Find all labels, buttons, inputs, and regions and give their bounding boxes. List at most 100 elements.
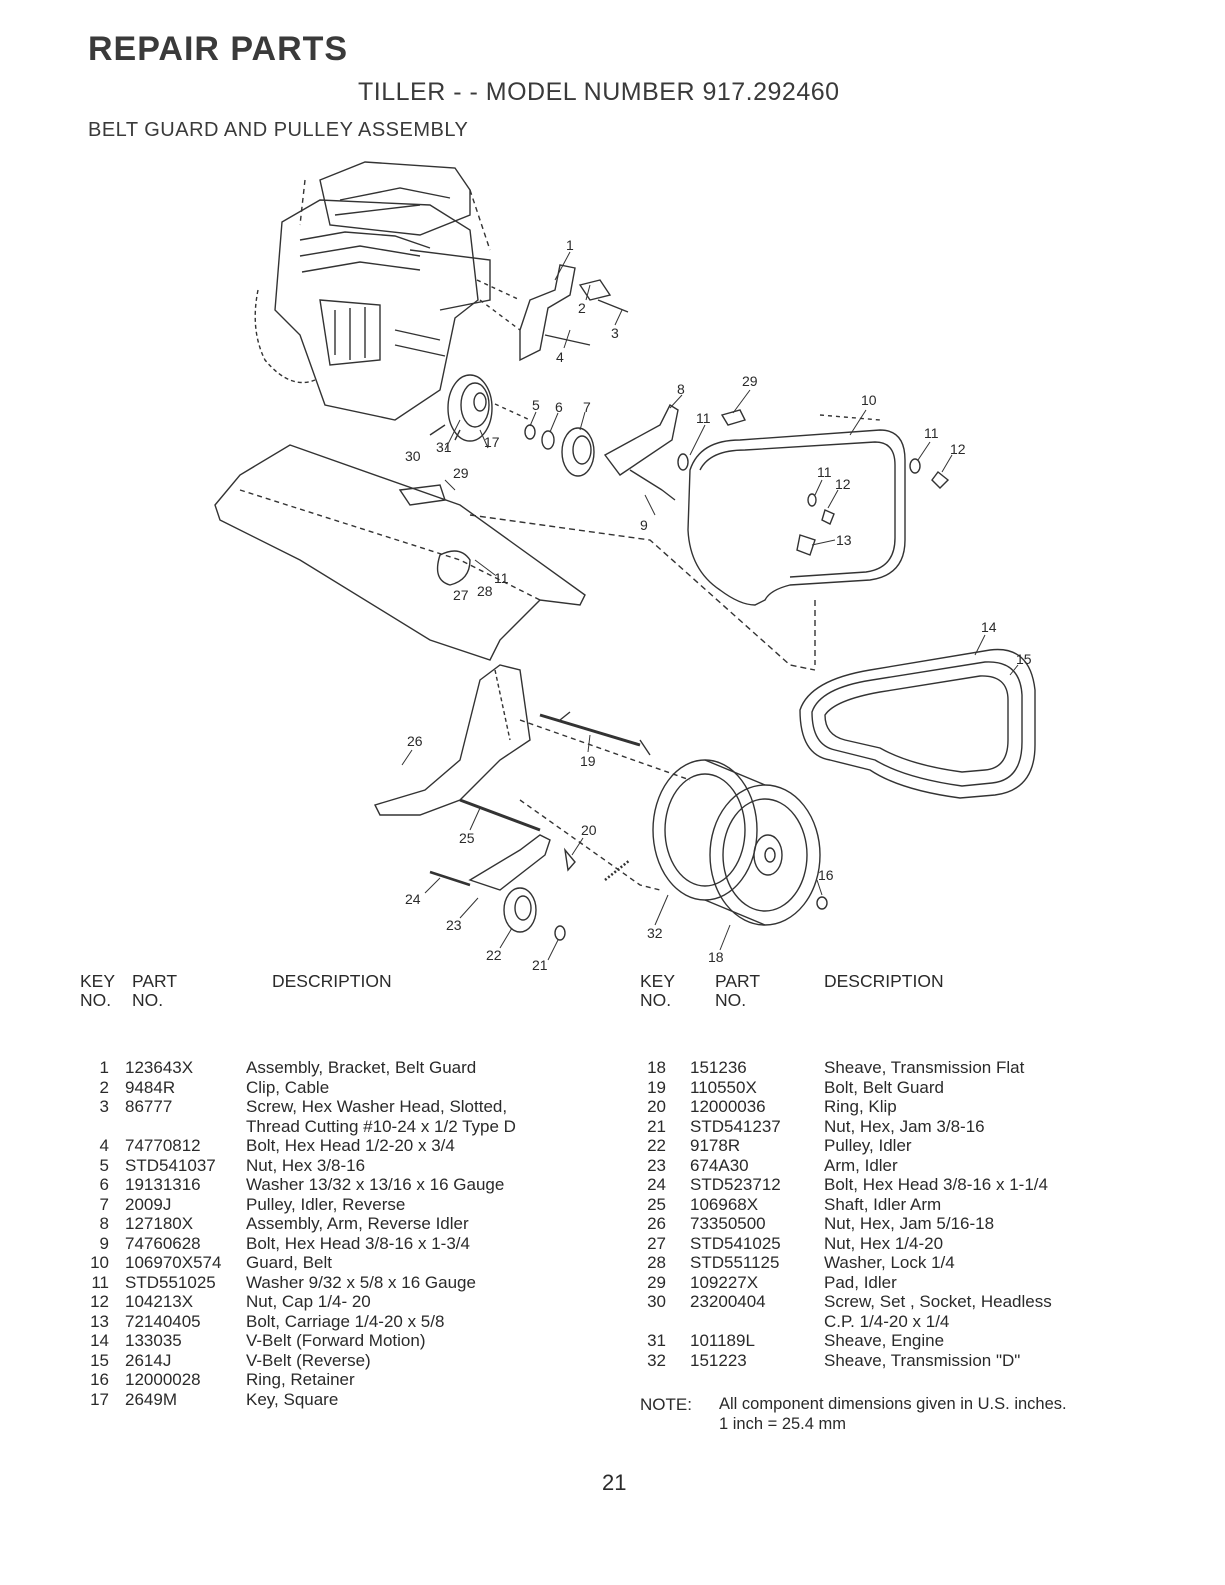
part-description: Bolt, Hex Head 1/2-20 x 3/4	[246, 1136, 455, 1155]
callout-label: 25	[459, 830, 475, 846]
engine-sheave-drawing	[429, 374, 531, 442]
part-description: Nut, Hex, Jam 3/8-16	[824, 1116, 985, 1136]
key-number: 11	[91, 1272, 109, 1292]
key-number: 15	[90, 1350, 109, 1370]
v-belts-drawing	[799, 648, 1036, 799]
part-no-header: PART NO.	[132, 971, 178, 1010]
part-number: 12000036	[690, 1097, 766, 1116]
leader-lines	[401, 251, 1019, 961]
part-number: STD541237	[690, 1116, 781, 1136]
exploded-parts-diagram: 1 2 3 4 5 6 7 8 29 10 11 12 11 12 13 11 …	[214, 161, 1036, 973]
callout-label: 3	[611, 325, 619, 341]
key-number: 20	[647, 1097, 666, 1116]
part-number: 9484R	[125, 1077, 176, 1097]
key-number: 27	[647, 1233, 666, 1253]
callout-label: 1	[566, 237, 574, 253]
parts-list-header: KEY NO. PART NO. DESCRIPTION	[80, 972, 620, 1032]
part-number: 151223	[690, 1350, 747, 1370]
parts-row: 9 74760628 Bolt, Hex Head 3/8-16 x 1-3/4	[80, 1234, 620, 1254]
key-number: 28	[647, 1253, 666, 1272]
part-number: 12000028	[125, 1370, 201, 1389]
part-description: Screw, Set , Socket, Headless C.P. 1/4-2…	[824, 1292, 1052, 1331]
callout-label: 21	[532, 957, 548, 973]
part-description: Sheave, Engine	[824, 1331, 945, 1350]
key-number: 9	[99, 1233, 109, 1253]
part-number: 2614J	[125, 1350, 172, 1370]
part-description: Bolt, Hex Head 3/8-16 x 1-3/4	[246, 1233, 470, 1253]
callout-label: 31	[436, 439, 452, 455]
callout-label: 32	[647, 925, 663, 941]
callout-label: 17	[484, 434, 500, 450]
part-number: 123643X	[125, 1058, 194, 1077]
key-number: 7	[99, 1194, 109, 1214]
part-number: STD523712	[690, 1175, 781, 1194]
part-number: 151236	[690, 1058, 747, 1077]
part-description: Nut, Hex, Jam 5/16-18	[824, 1214, 995, 1233]
callout-label: 7	[583, 399, 591, 415]
callout-label: 18	[708, 949, 724, 965]
key-number: 14	[90, 1331, 109, 1350]
callout-label: 12	[835, 476, 851, 492]
note-line-2: 1 inch = 25.4 mm	[719, 1415, 847, 1433]
idler-arm-drawing	[468, 834, 551, 891]
key-number: 10	[90, 1253, 109, 1272]
part-number: 74760628	[125, 1233, 201, 1253]
key-number: 31	[647, 1331, 666, 1350]
key-number: 3	[99, 1097, 109, 1116]
callout-label: 10	[861, 392, 877, 408]
page-number: 21	[602, 1470, 627, 1495]
part-description: Bolt, Carriage 1/4-20 x 5/8	[246, 1311, 445, 1331]
key-no-header: KEY NO.	[640, 971, 676, 1010]
callout-label: 19	[580, 753, 596, 769]
key-number: 29	[647, 1272, 666, 1292]
part-number: 9178R	[690, 1136, 741, 1155]
section-title: BELT GUARD AND PULLEY ASSEMBLY	[88, 119, 469, 141]
part-number: 72140405	[125, 1311, 201, 1331]
engine-drawing	[254, 161, 491, 421]
callout-label: 29	[742, 373, 758, 389]
callout-label: 14	[981, 619, 997, 635]
part-number: 2009J	[125, 1194, 172, 1214]
key-number: 6	[99, 1175, 109, 1194]
part-description: Key, Square	[246, 1389, 339, 1409]
part-description: Shaft, Idler Arm	[824, 1194, 942, 1214]
tine-shield-drawing	[214, 444, 586, 661]
callout-label: 4	[556, 349, 564, 365]
part-number: 74770812	[125, 1136, 201, 1155]
parts-list-header: KEY NO. PART NO. DESCRIPTION	[640, 972, 1200, 1032]
part-description: Washer, Lock 1/4	[824, 1253, 955, 1272]
page-title: REPAIR PARTS	[88, 30, 349, 68]
part-description: Washer 13/32 x 13/16 x 16 Gauge	[246, 1175, 505, 1194]
part-description: Ring, Klip	[824, 1097, 897, 1116]
description-header: DESCRIPTION	[824, 971, 944, 991]
callout-label: 27	[453, 587, 469, 603]
diagram-callout-labels: 1 2 3 4 5 6 7 8 29 10 11 12 11 12 13 11 …	[405, 237, 1032, 973]
key-number: 16	[90, 1370, 109, 1389]
callout-label: 11	[494, 570, 509, 586]
callout-label: 23	[446, 917, 462, 933]
key-number: 18	[647, 1058, 666, 1077]
part-number: STD551025	[125, 1272, 216, 1292]
callout-label: 11	[924, 425, 939, 441]
callout-label: 15	[1016, 651, 1032, 667]
callout-label: 22	[486, 947, 502, 963]
part-description: Screw, Hex Washer Head, Slotted, Thread …	[246, 1097, 516, 1136]
callout-label: 11	[696, 410, 711, 426]
reverse-idler-pulley-drawing	[561, 427, 595, 477]
